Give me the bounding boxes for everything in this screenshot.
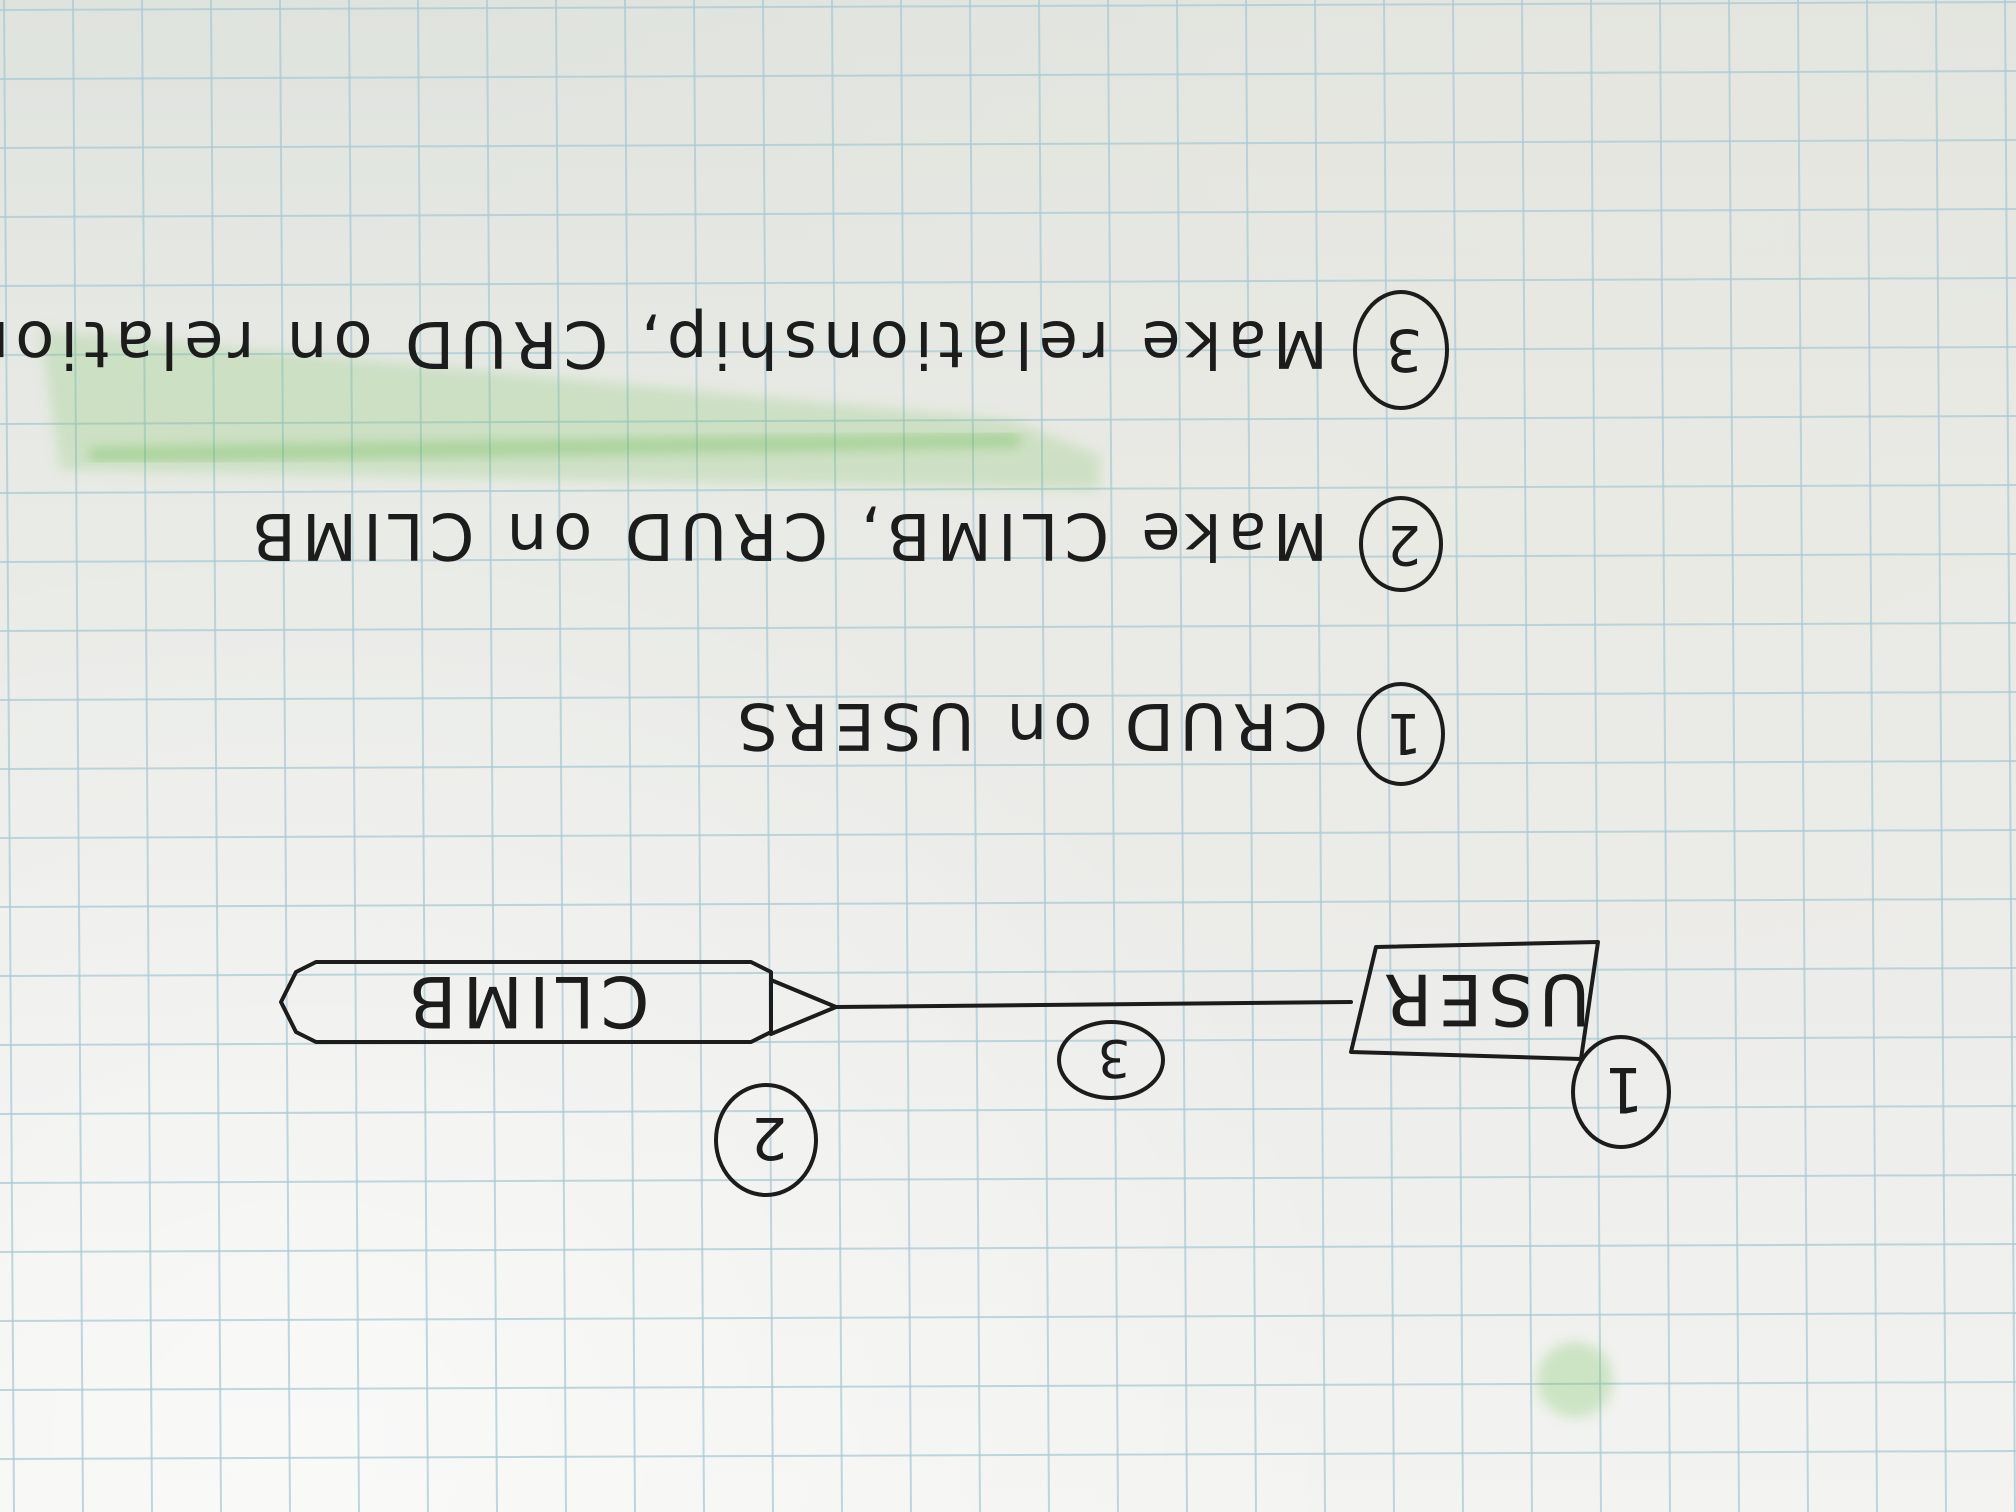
step-1-number-circle bbox=[1357, 682, 1445, 786]
step-2-number: 2 bbox=[1381, 513, 1421, 576]
marker-3: 3 bbox=[1057, 1020, 1165, 1100]
marker-1-label: 1 bbox=[1598, 1053, 1643, 1126]
step-2: 2 Make CLIMB, CRUD on CLIMB bbox=[246, 496, 1443, 592]
grid-line-horizontal bbox=[0, 760, 2016, 770]
grid-line-vertical bbox=[279, 0, 291, 1512]
step-1-text: CRUD on USERS bbox=[731, 688, 1328, 762]
grid-line-vertical bbox=[1521, 0, 1533, 1512]
entity-climb-box bbox=[279, 960, 773, 1044]
relationship-line bbox=[834, 1000, 1353, 1009]
grid-line-horizontal bbox=[0, 622, 2016, 632]
step-1: 1 CRUD on USERS bbox=[731, 682, 1445, 786]
grid-line-vertical bbox=[1176, 0, 1188, 1512]
grid-line-horizontal bbox=[0, 1, 2016, 11]
grid-line-vertical bbox=[348, 0, 360, 1512]
grid-line-vertical bbox=[1659, 0, 1671, 1512]
grid-line-vertical bbox=[693, 0, 705, 1512]
step-3: 3 Make relationship, CRUD on relationshi… bbox=[0, 290, 1449, 410]
entity-climb: CLIMB bbox=[279, 960, 773, 1044]
grid-line-horizontal bbox=[0, 691, 2016, 701]
grid-line-horizontal bbox=[0, 208, 2016, 218]
grid-line-vertical bbox=[2004, 0, 2016, 1512]
grid-line-horizontal bbox=[0, 484, 2016, 494]
step-3-number-circle bbox=[1353, 290, 1449, 410]
grid-line-vertical bbox=[900, 0, 912, 1512]
grid-line-horizontal bbox=[0, 346, 2016, 356]
grid-line-horizontal bbox=[0, 967, 2016, 977]
step-3-number: 3 bbox=[1380, 316, 1423, 384]
entity-user-box bbox=[1349, 940, 1600, 1061]
grid-line-vertical bbox=[762, 0, 774, 1512]
relationship-arrowhead bbox=[769, 978, 838, 1036]
grid-line-horizontal bbox=[0, 277, 2016, 287]
entity-user: USER bbox=[1349, 940, 1600, 1061]
marker-1: 1 bbox=[1571, 1035, 1671, 1149]
entity-climb-label: CLIMB bbox=[403, 960, 650, 1042]
grid-line-vertical bbox=[1590, 0, 1602, 1512]
grid-line-vertical bbox=[1935, 0, 1947, 1512]
step-1-number: 1 bbox=[1380, 700, 1422, 765]
grid-line-vertical bbox=[1107, 0, 1119, 1512]
grid-line-vertical bbox=[72, 0, 84, 1512]
marker-1-circle bbox=[1571, 1035, 1671, 1149]
grid-line-vertical bbox=[831, 0, 843, 1512]
grid-line-vertical bbox=[3, 0, 15, 1512]
grid-line-vertical bbox=[141, 0, 153, 1512]
grid-line-vertical bbox=[1797, 0, 1809, 1512]
grid-line-horizontal bbox=[0, 139, 2016, 149]
marker-2-circle bbox=[714, 1083, 818, 1197]
grid-line-horizontal bbox=[0, 1243, 2016, 1253]
highlighter-streak bbox=[89, 433, 1021, 462]
grid-line-vertical bbox=[1383, 0, 1395, 1512]
grid-line-vertical bbox=[417, 0, 429, 1512]
entity-user-label: USER bbox=[1378, 958, 1591, 1040]
grid-line-horizontal bbox=[0, 1450, 2016, 1460]
grid-line-vertical bbox=[486, 0, 498, 1512]
grid-line-vertical bbox=[1038, 0, 1050, 1512]
marker-2-label: 2 bbox=[745, 1104, 788, 1172]
grid-line-horizontal bbox=[0, 553, 2016, 563]
grid-line-horizontal bbox=[0, 898, 2016, 908]
grid-line-vertical bbox=[1866, 0, 1878, 1512]
grid-line-vertical bbox=[1314, 0, 1326, 1512]
grid-line-vertical bbox=[1452, 0, 1464, 1512]
grid-line-horizontal bbox=[0, 1174, 2016, 1184]
marker-3-circle bbox=[1057, 1020, 1165, 1100]
marker-3-label: 3 bbox=[1091, 1027, 1130, 1087]
highlighter-spot bbox=[1537, 1342, 1613, 1418]
grid-line-vertical bbox=[555, 0, 567, 1512]
grid-line-vertical bbox=[969, 0, 981, 1512]
grid-line-horizontal bbox=[0, 1312, 2016, 1322]
grid-line-vertical bbox=[624, 0, 636, 1512]
marker-2: 2 bbox=[714, 1083, 818, 1197]
step-2-text: Make CLIMB, CRUD on CLIMB bbox=[246, 498, 1328, 572]
grid-line-horizontal bbox=[0, 1105, 2016, 1115]
grid-line-horizontal bbox=[0, 829, 2016, 839]
grid-line-vertical bbox=[1245, 0, 1257, 1512]
upside-down-notes: USER CLIMB 1 3 2 bbox=[0, 290, 1671, 1197]
grid-line-horizontal bbox=[0, 1381, 2016, 1391]
grid-line-horizontal bbox=[0, 70, 2016, 80]
step-3-text: Make relationship, CRUD on relationship bbox=[0, 306, 1328, 380]
step-2-number-circle bbox=[1359, 496, 1443, 592]
grid-line-vertical bbox=[210, 0, 222, 1512]
grid-line-vertical bbox=[1728, 0, 1740, 1512]
